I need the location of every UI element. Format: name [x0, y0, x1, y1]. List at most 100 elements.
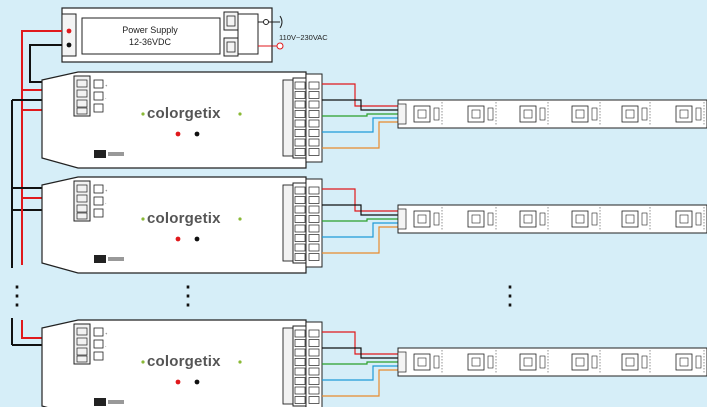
output-pin — [308, 377, 320, 385]
led-chip — [571, 353, 589, 371]
svg-text:+: + — [105, 188, 108, 193]
led-strip-body — [397, 204, 707, 234]
resistor — [487, 212, 494, 226]
led-strip — [397, 99, 707, 129]
brand-logo-text: colorgetix — [147, 353, 221, 370]
led-strip-connector — [397, 351, 407, 373]
led-chip — [675, 105, 693, 123]
output-pin — [308, 224, 320, 233]
colorgetix-logo: colorgetix — [141, 210, 242, 227]
controller: + - colorgetix — [41, 319, 400, 407]
brand-logo-text: colorgetix — [147, 210, 221, 227]
rgb-wire — [322, 188, 400, 212]
resistor — [641, 355, 648, 369]
rgb-wire — [322, 222, 400, 238]
controller: + - colorgetix — [41, 71, 400, 169]
resistor — [539, 107, 546, 121]
led-chip — [467, 353, 485, 371]
output-pin — [308, 215, 320, 223]
led-chip — [467, 105, 485, 123]
output-pin — [308, 196, 320, 204]
resistor — [539, 355, 546, 369]
mains-input-label: 110V~230VAC — [279, 33, 328, 42]
power-input-terminal — [73, 323, 91, 365]
colorgetix-logo: colorgetix — [141, 105, 242, 122]
power-supply-voltage: 12-36VDC — [129, 37, 172, 47]
svg-text:-: - — [105, 95, 107, 100]
dc-output-terminal — [61, 13, 77, 57]
power-input-terminal — [73, 180, 91, 222]
rgb-output-wires — [322, 83, 400, 149]
controller-logo-mark — [94, 150, 106, 158]
output-pin — [308, 253, 320, 261]
resistor — [695, 212, 702, 226]
led-chip — [413, 353, 431, 371]
controller-case — [41, 71, 307, 169]
led-chip — [413, 210, 431, 228]
power-supply-label-box — [81, 17, 221, 55]
output-pin — [308, 100, 320, 109]
resistor — [433, 355, 440, 369]
led-strip-body — [397, 347, 707, 377]
dc-negative-terminal — [66, 42, 72, 48]
led-chip — [621, 210, 639, 228]
svg-text:+: + — [105, 331, 108, 336]
output-pin — [308, 243, 320, 252]
rgb-wire — [322, 365, 400, 381]
rgb-wire — [322, 226, 400, 254]
dc-positive-terminal — [66, 28, 72, 34]
output-pin — [308, 138, 320, 147]
brand-logo-text: colorgetix — [147, 105, 221, 122]
power-input-terminal — [73, 75, 91, 117]
colorgetix-logo: colorgetix — [141, 353, 242, 370]
svg-text:-: - — [105, 343, 107, 348]
resistor — [695, 107, 702, 121]
output-pin — [308, 396, 320, 404]
rgb-wire — [322, 113, 400, 117]
output-pin — [308, 367, 320, 376]
ellipsis-wiring: ⋮ — [4, 280, 30, 310]
resistor — [487, 355, 494, 369]
resistor — [695, 355, 702, 369]
led-strip — [397, 347, 707, 377]
controller-logo-mark — [94, 398, 106, 406]
led-strip-connector — [397, 103, 407, 125]
led-chip — [519, 353, 537, 371]
output-pin — [308, 110, 320, 118]
controller-logo-mark — [94, 255, 106, 263]
power-supply-title: Power Supply — [122, 25, 178, 35]
status-led-black — [194, 236, 200, 242]
ground-symbol — [279, 15, 283, 29]
output-pin — [308, 148, 320, 156]
led-strip — [397, 204, 707, 234]
rgb-wire — [322, 347, 400, 359]
output-pin — [308, 386, 320, 395]
ac-input-terminal-n — [223, 37, 239, 57]
ac-input-terminal-l — [223, 11, 239, 31]
led-chip — [621, 105, 639, 123]
led-chip — [675, 353, 693, 371]
output-pin — [308, 358, 320, 366]
led-chip — [413, 105, 431, 123]
status-led-red — [175, 236, 181, 242]
svg-text:-: - — [105, 200, 107, 205]
power-supply: Power Supply 12-36VDC 110V~230VAC — [61, 7, 328, 63]
led-chip — [571, 105, 589, 123]
output-connector — [305, 321, 323, 407]
led-strip-connector — [397, 208, 407, 230]
controller: + - colorgetix — [41, 176, 400, 274]
output-pin — [308, 119, 320, 128]
led-chip — [571, 210, 589, 228]
rgb-wire — [322, 121, 400, 149]
output-pin — [308, 91, 320, 99]
rgb-wire — [322, 331, 400, 355]
led-chip — [467, 210, 485, 228]
rgb-wire — [322, 369, 400, 397]
output-pin — [308, 339, 320, 347]
resistor — [433, 107, 440, 121]
resistor — [539, 212, 546, 226]
output-pin — [308, 186, 320, 195]
led-chip — [519, 210, 537, 228]
led-chip — [621, 353, 639, 371]
